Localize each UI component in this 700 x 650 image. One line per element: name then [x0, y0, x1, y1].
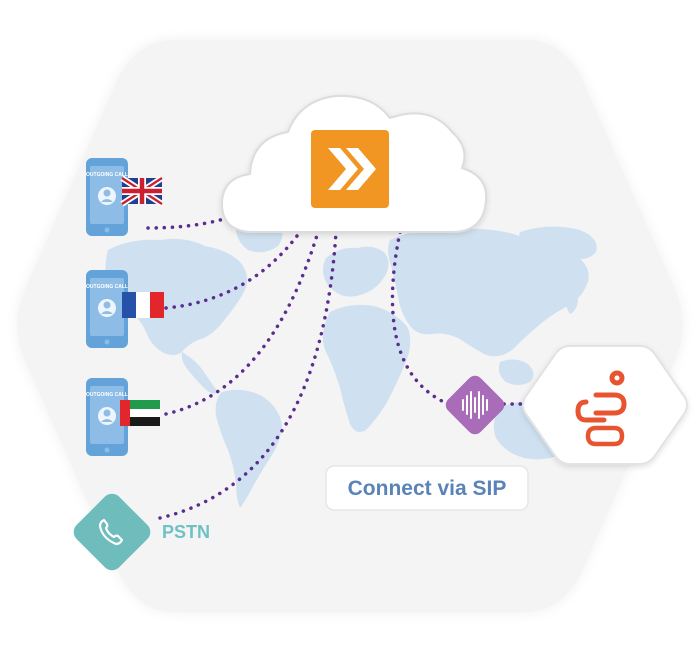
chevron-double-right-icon: [328, 148, 376, 190]
map-japan: [565, 290, 578, 314]
map-north-america: [105, 238, 248, 355]
phone-uae: OUTGOING CALL: [86, 378, 160, 456]
sound-wave-icon: [462, 391, 488, 419]
connection-lines: [146, 208, 542, 520]
connect-sip-badge: Connect via SIP: [325, 465, 529, 511]
flag-united-arab-emirates-icon: [120, 400, 160, 426]
brand-logo-tile: [311, 130, 389, 208]
pstn-node: [73, 493, 151, 571]
telephone-handset-icon: [98, 518, 124, 546]
map-africa: [322, 304, 411, 432]
map-asia: [388, 228, 589, 357]
phone-caption: OUTGOING CALL: [86, 392, 128, 398]
pstn-label: PSTN: [162, 522, 210, 542]
connector-sip: [390, 230, 450, 406]
phone-caption: OUTGOING CALL: [86, 284, 128, 290]
phone-caption: OUTGOING CALL: [86, 172, 128, 178]
sip-node: [445, 375, 505, 435]
phone-uk: OUTGOING CALL: [86, 158, 164, 236]
genesys-logo-icon: [575, 370, 627, 447]
map-south-america: [215, 389, 282, 508]
connector-pstn: [158, 230, 338, 520]
phone-france: OUTGOING CALL: [86, 270, 164, 348]
connect-sip-label: Connect via SIP: [348, 477, 507, 500]
connector-uk: [146, 208, 250, 230]
map-se-asia: [498, 359, 534, 385]
flag-france-icon: [122, 292, 164, 318]
map-central-america: [181, 352, 218, 394]
map-europe: [323, 246, 389, 297]
flag-united-kingdom-icon: [120, 175, 164, 207]
genesys-node: [522, 345, 688, 465]
map-russia-east: [519, 226, 597, 260]
connector-france: [164, 230, 302, 310]
